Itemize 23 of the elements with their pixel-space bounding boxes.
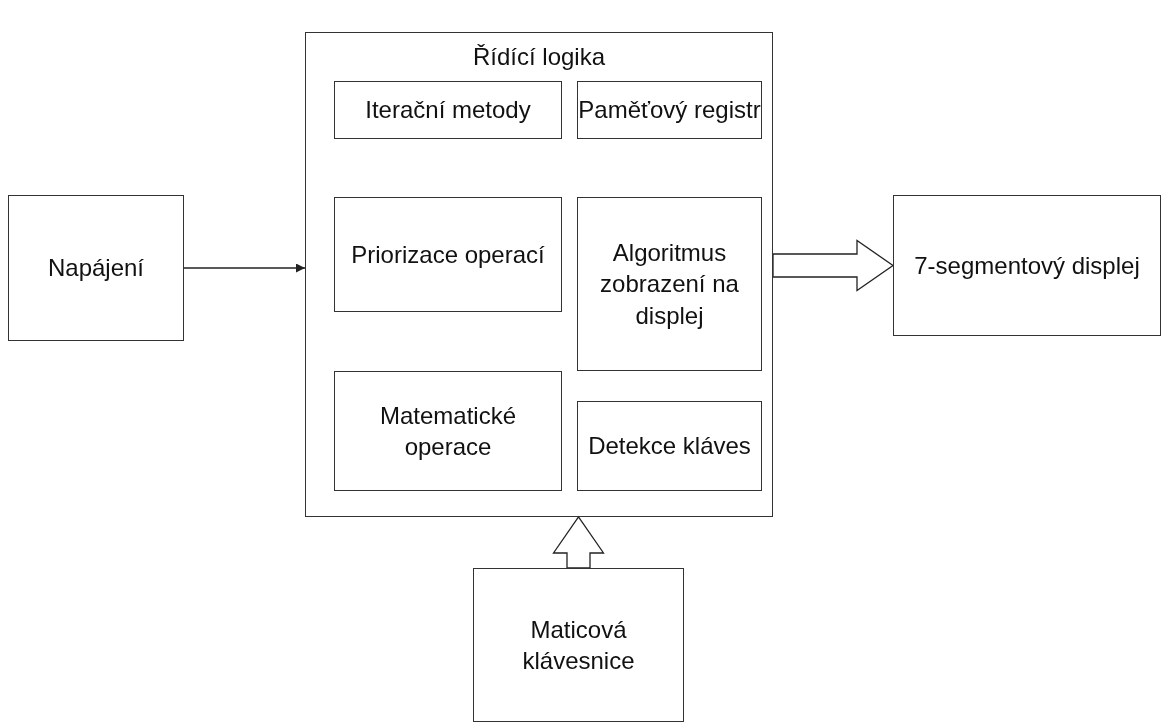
block-arrow bbox=[772, 239, 895, 292]
box-label: Iterační metody bbox=[365, 95, 531, 126]
box-label: Paměťový registr bbox=[578, 95, 761, 126]
box-label: 7-segmentový displej bbox=[914, 250, 1140, 281]
process-box bbox=[8, 195, 184, 341]
box-label: Matematické operace bbox=[378, 400, 517, 462]
box-label: Napájení bbox=[47, 253, 145, 284]
process-box bbox=[577, 81, 762, 139]
process-box bbox=[334, 197, 562, 312]
process-box bbox=[893, 195, 1161, 336]
box-label: Algoritmus zobrazení na displej bbox=[599, 238, 740, 331]
process-box bbox=[334, 81, 562, 139]
group-box bbox=[305, 32, 773, 517]
arrow bbox=[183, 263, 306, 273]
box-label: Maticová klávesnice bbox=[521, 614, 636, 676]
process-box bbox=[334, 371, 562, 491]
group-title: Řídící logika bbox=[471, 42, 607, 72]
box-label: Detekce kláves bbox=[588, 431, 751, 462]
block-arrow bbox=[552, 515, 605, 569]
process-box bbox=[577, 401, 762, 491]
process-box bbox=[473, 568, 684, 722]
process-box bbox=[577, 197, 762, 371]
box-label: Priorizace operací bbox=[351, 239, 545, 270]
